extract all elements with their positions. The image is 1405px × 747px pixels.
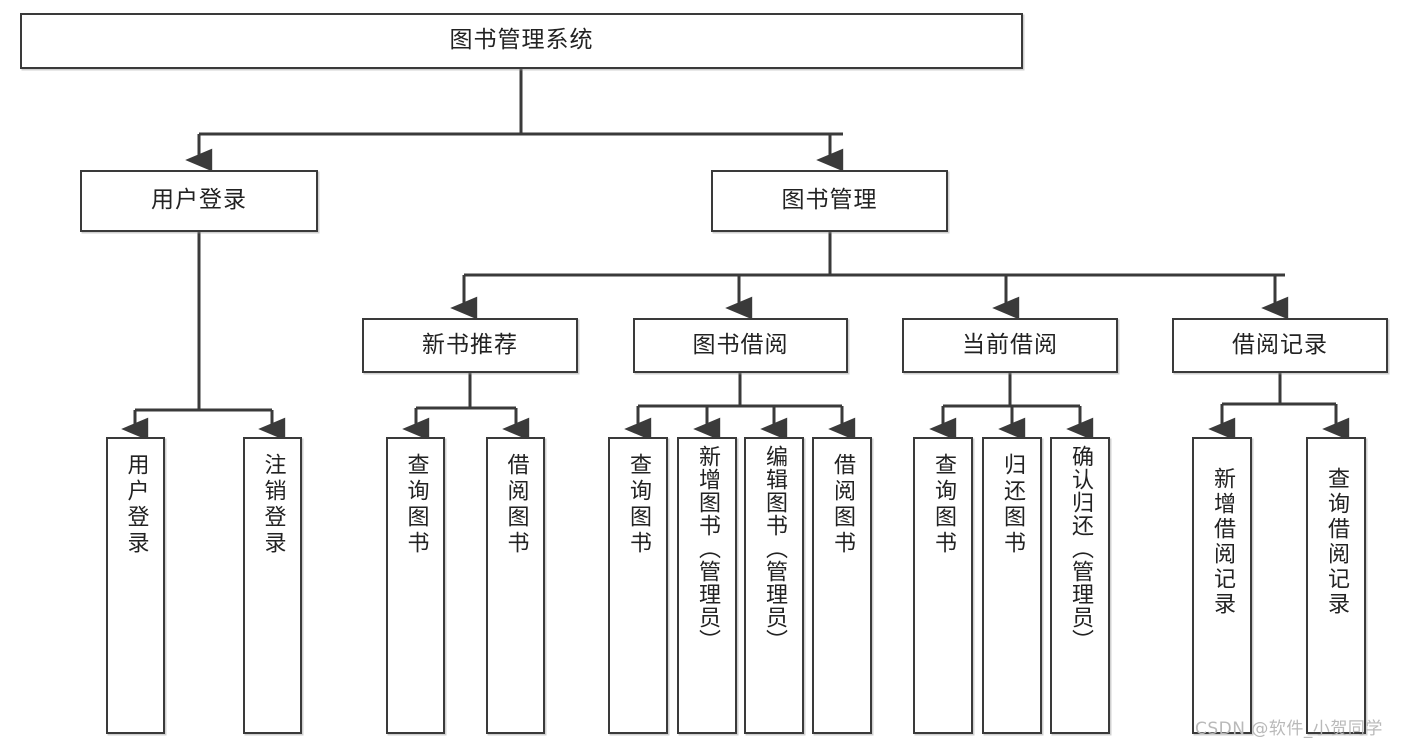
node-leaf-user-logout[interactable]: 注销登录 <box>243 437 302 734</box>
node-leaf-edit-book-admin-label: 编辑图书（管理员） <box>762 445 787 652</box>
node-user-login[interactable]: 用户登录 <box>80 170 318 232</box>
node-leaf-query-borrow-record-label: 查询借阅记录 <box>1324 467 1349 617</box>
node-book-borrow-label: 图书借阅 <box>692 331 789 358</box>
node-leaf-borrow-book-rec[interactable]: 借阅图书 <box>486 437 545 734</box>
node-book-manage[interactable]: 图书管理 <box>711 170 948 232</box>
node-book-borrow[interactable]: 图书借阅 <box>633 318 848 373</box>
node-leaf-add-book-admin-label: 新增图书（管理员） <box>695 445 720 652</box>
node-leaf-borrow-book[interactable]: 借阅图书 <box>812 437 872 734</box>
node-leaf-return-book[interactable]: 归还图书 <box>982 437 1042 734</box>
node-leaf-add-borrow-record[interactable]: 新增借阅记录 <box>1192 437 1252 734</box>
node-root-label: 图书管理系统 <box>449 27 594 54</box>
node-borrow-record[interactable]: 借阅记录 <box>1172 318 1388 373</box>
node-leaf-confirm-return-admin-label: 确认归还（管理员） <box>1068 445 1093 652</box>
node-borrow-record-label: 借阅记录 <box>1232 331 1328 358</box>
node-leaf-user-login-label: 用户登录 <box>123 453 149 557</box>
node-leaf-query-book-cur-label: 查询图书 <box>931 453 956 557</box>
node-leaf-borrow-book-rec-label: 借阅图书 <box>503 453 529 557</box>
node-leaf-user-logout-label: 注销登录 <box>260 453 286 557</box>
node-leaf-add-borrow-record-label: 新增借阅记录 <box>1210 467 1235 617</box>
node-leaf-query-book-borrow-label: 查询图书 <box>626 453 651 557</box>
node-book-manage-label: 图书管理 <box>781 187 878 214</box>
node-leaf-return-book-label: 归还图书 <box>1000 453 1025 557</box>
csdn-watermark: CSDN @软件_小贺同学 <box>1195 719 1383 739</box>
node-leaf-borrow-book-label: 借阅图书 <box>830 453 855 557</box>
node-current-borrow-label: 当前借阅 <box>962 331 1058 358</box>
node-leaf-edit-book-admin[interactable]: 编辑图书（管理员） <box>744 437 804 734</box>
node-leaf-query-book-borrow[interactable]: 查询图书 <box>608 437 668 734</box>
node-new-book-recommend-label: 新书推荐 <box>422 331 518 358</box>
node-leaf-query-borrow-record[interactable]: 查询借阅记录 <box>1306 437 1366 734</box>
node-current-borrow[interactable]: 当前借阅 <box>902 318 1118 373</box>
node-leaf-query-book-cur[interactable]: 查询图书 <box>913 437 973 734</box>
node-leaf-confirm-return-admin[interactable]: 确认归还（管理员） <box>1050 437 1110 734</box>
node-user-login-label: 用户登录 <box>151 187 247 214</box>
node-new-book-recommend[interactable]: 新书推荐 <box>362 318 578 373</box>
node-leaf-add-book-admin[interactable]: 新增图书（管理员） <box>677 437 737 734</box>
node-leaf-user-login[interactable]: 用户登录 <box>106 437 165 734</box>
node-leaf-query-book-rec[interactable]: 查询图书 <box>386 437 445 734</box>
node-root[interactable]: 图书管理系统 <box>20 13 1023 69</box>
node-leaf-query-book-rec-label: 查询图书 <box>403 453 429 557</box>
